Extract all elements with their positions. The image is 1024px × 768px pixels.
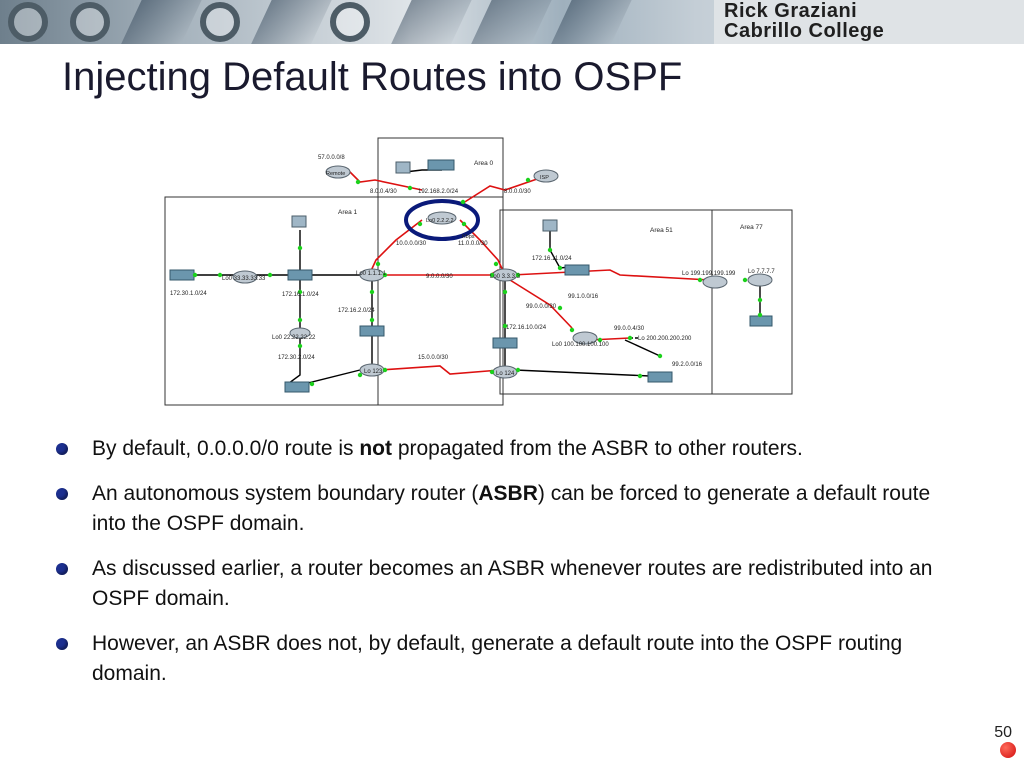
- bullet-item: However, an ASBR does not, by default, g…: [54, 629, 964, 689]
- bullet-item: An autonomous system boundary router (AS…: [54, 479, 964, 539]
- banner-graphic: [383, 0, 477, 44]
- router-icon: [232, 270, 258, 284]
- bullet-icon: [56, 638, 68, 650]
- switch-icon: [284, 381, 310, 393]
- net-label: 8.0.0.0/30: [504, 189, 531, 195]
- switch-icon: [359, 325, 385, 337]
- router-icon: [427, 211, 457, 225]
- net-label: 172.30.2.0/24: [278, 355, 315, 361]
- router-label: Lo 7.7.7.7: [748, 269, 775, 275]
- ethernet-link: [284, 230, 301, 387]
- net-label: 57.0.0.0/8: [318, 155, 345, 161]
- router-label: Lo0 100.100.100.100: [552, 342, 609, 348]
- author-name: Rick Graziani: [724, 0, 858, 22]
- router-label: Lo 200.200.200.200: [638, 336, 692, 342]
- bullet-icon: [56, 443, 68, 455]
- serial-link: [459, 177, 541, 206]
- net-label: 172.16.2.0/24: [338, 308, 375, 314]
- area-0-box: [377, 137, 504, 406]
- net-label: Kbps: [462, 234, 475, 240]
- net-label: 99.2.0.0/16: [672, 362, 703, 368]
- router-label: Lo0 22.22.22.22: [272, 335, 316, 341]
- area-77-label: Area 77: [740, 224, 763, 231]
- switch-icon: [169, 269, 195, 281]
- bullet-item: By default, 0.0.0.0/0 route is not propa…: [54, 434, 964, 464]
- bullet-icon: [56, 488, 68, 500]
- switch-icon: [427, 159, 455, 171]
- highlight-circle: [404, 199, 480, 241]
- bullet-item: As discussed earlier, a router becomes a…: [54, 554, 964, 614]
- area-51-label: Area 51: [650, 227, 673, 234]
- ethernet-link: [549, 230, 581, 269]
- ethernet-link: [624, 339, 661, 357]
- router-icon: [747, 273, 773, 287]
- ethernet-link: [514, 369, 651, 377]
- switch-icon: [287, 269, 313, 281]
- router-icon: [325, 165, 351, 179]
- router-icon: [702, 275, 728, 289]
- serial-link: [379, 365, 501, 375]
- net-label: 15.0.0.0/30: [418, 355, 449, 361]
- pc-icon: [542, 219, 558, 232]
- net-label: 172.30.1.0/24: [170, 291, 207, 297]
- router-icon: [289, 327, 311, 339]
- banner-graphic: [463, 0, 557, 44]
- router-label: Lo0 33.33.33.33: [222, 276, 266, 282]
- net-label: 9.0.0.0/30: [426, 274, 453, 280]
- router-label: Lo 124: [496, 371, 515, 377]
- banner-graphic: [243, 0, 337, 44]
- banner-disc-graphic: [200, 2, 240, 42]
- router-icon: [533, 169, 559, 183]
- serial-link: [511, 269, 711, 281]
- pc-icon: [291, 215, 307, 228]
- switch-icon: [492, 337, 518, 349]
- net-label: 172.16.10.0/24: [506, 325, 547, 331]
- page-number: 50: [994, 724, 1012, 741]
- router-label: Lo0 1.1.1.1: [356, 271, 387, 277]
- banner-graphic: [113, 0, 207, 44]
- net-label: 99.0.0.0/30: [526, 304, 557, 310]
- net-label: 172.16.11.0/24: [532, 256, 572, 262]
- serial-link: [509, 279, 573, 329]
- net-label: 172.16.1.0/24: [282, 292, 319, 298]
- bullet-list: By default, 0.0.0.0/0 route is not propa…: [54, 434, 964, 704]
- net-label: 192.168.2.0/24: [418, 189, 459, 195]
- network-diagram: Area 0 Area 1 Area 51 Area 77 57.0.0.0/8…: [164, 137, 793, 406]
- net-label: 10.0.0.0/30: [396, 241, 427, 247]
- ethernet-link: [299, 369, 361, 386]
- switch-icon: [749, 315, 773, 327]
- net-label: 99.1.0.0/16: [568, 294, 599, 300]
- serial-link: [347, 169, 423, 191]
- router-label: Lo0 2.2.2.2: [426, 218, 454, 224]
- banner-disc-graphic: [8, 2, 48, 42]
- pc-icon: [395, 161, 411, 174]
- router-icon: [572, 331, 598, 345]
- area-1-label: Area 1: [338, 209, 358, 216]
- device-label-remote: Remote: [326, 171, 345, 177]
- header-banner: Rick Graziani Cabrillo College: [0, 0, 1024, 44]
- area-77-box: [711, 209, 793, 395]
- net-label: 8.0.0.4/30: [370, 189, 397, 195]
- switch-icon: [647, 371, 673, 383]
- switch-icon: [564, 264, 590, 276]
- net-label: 11.0.0.0/30: [458, 241, 488, 247]
- device-label-isp: ISP: [540, 175, 549, 181]
- router-label: Lo 123: [364, 369, 383, 375]
- area-0-label: Area 0: [474, 160, 494, 167]
- router-label: Lo 199.199.199.199: [682, 271, 736, 277]
- banner-disc-graphic: [330, 2, 370, 42]
- bullet-icon: [56, 563, 68, 575]
- red-dot-icon: [1000, 742, 1016, 758]
- banner-disc-graphic: [70, 2, 110, 42]
- slide-title: Injecting Default Routes into OSPF: [62, 55, 683, 99]
- college-name: Cabrillo College: [724, 20, 885, 42]
- author-logo: Rick Graziani Cabrillo College: [714, 0, 1024, 44]
- banner-graphic: [543, 0, 637, 44]
- router-label: Lo0 3.3.3.3: [490, 274, 521, 280]
- net-label: 99.0.0.4/30: [614, 326, 645, 332]
